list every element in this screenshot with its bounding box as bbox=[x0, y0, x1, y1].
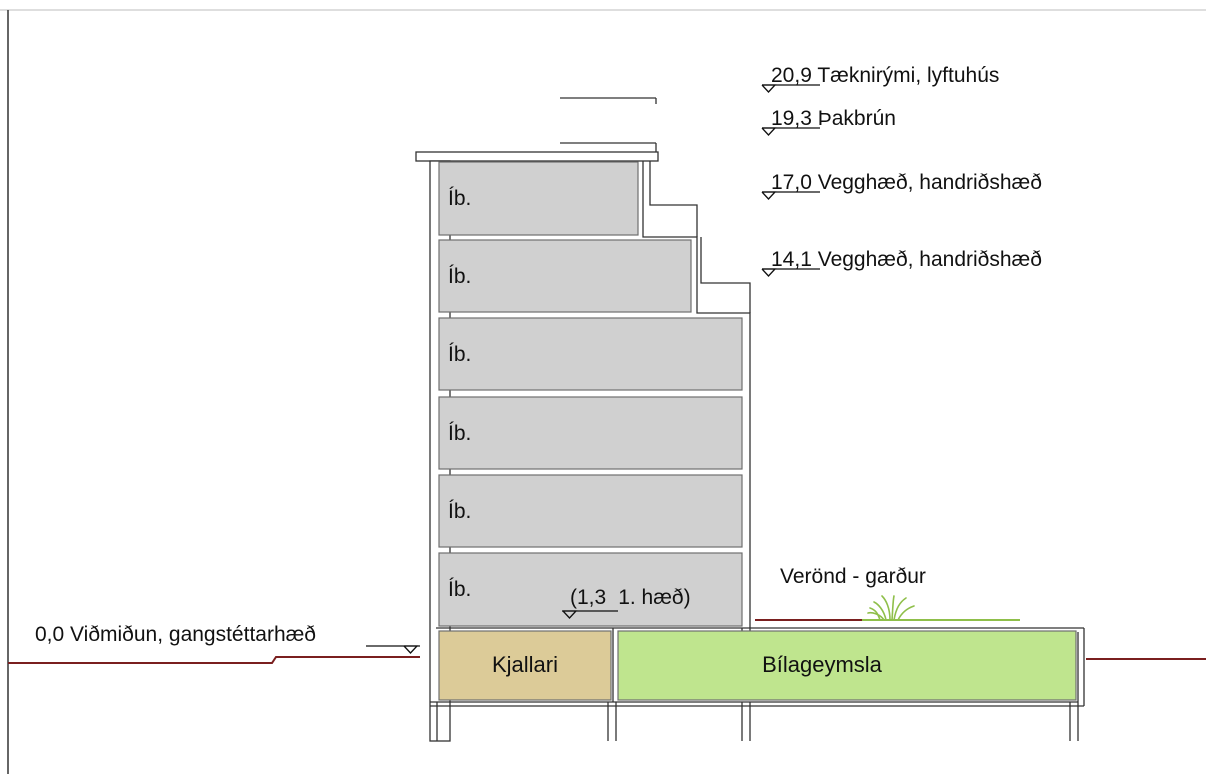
apartment-floor-5 bbox=[438, 239, 692, 313]
level-value: 17,0 bbox=[771, 171, 812, 194]
stepped-facade bbox=[430, 161, 1085, 741]
level-description: Vegghæð, handriðshæð bbox=[818, 248, 1042, 271]
level-marker-14-1: 14,1 Vegghæð, handriðshæð bbox=[761, 248, 1042, 277]
level-marker-17-0: 17,0 Vegghæð, handriðshæð bbox=[761, 171, 1042, 200]
ground-line bbox=[8, 619, 1206, 664]
level-description: Viðmiðun, gangstéttarhæð bbox=[70, 623, 316, 646]
level-value: 0,0 bbox=[35, 623, 64, 646]
apartment-label-3: Íb. bbox=[448, 422, 471, 445]
apartment-floor-4 bbox=[438, 317, 743, 391]
apartment-floor-1 bbox=[438, 552, 743, 627]
svg-text:0,0 Viðmiðun, gangstéttarhæð: 0,0 Viðmiðun, gangstéttarhæð bbox=[35, 623, 316, 646]
apartment-label-2: Íb. bbox=[448, 500, 471, 523]
level-marker-20-9: 20,9 Tæknirými, lyftuhús bbox=[761, 64, 999, 93]
svg-text:17,0 Vegghæð, handriðshæð: 17,0 Vegghæð, handriðshæð bbox=[771, 171, 1042, 194]
level-description: Tæknirými, lyftuhús bbox=[817, 64, 999, 87]
garage-label: Bílageymsla bbox=[762, 652, 883, 677]
apartment-floor-3 bbox=[438, 396, 743, 470]
roof-structure bbox=[560, 97, 657, 152]
apartment-rooms bbox=[438, 161, 743, 627]
apartment-label-6: Íb. bbox=[448, 187, 471, 210]
level-marker-first-floor: (1,3 1. hæð) bbox=[562, 586, 691, 619]
svg-text:14,1 Vegghæð, handriðshæð: 14,1 Vegghæð, handriðshæð bbox=[771, 248, 1042, 271]
level-value: 19,3 bbox=[771, 107, 812, 130]
svg-text:19,3 Þakbrún: 19,3 Þakbrún bbox=[771, 107, 896, 130]
level-value: 14,1 bbox=[771, 248, 812, 271]
apartment-label-1: Íb. bbox=[448, 578, 471, 601]
level-description: Þakbrún bbox=[818, 107, 896, 130]
level-marker-ground: 0,0 Viðmiðun, gangstéttarhæð bbox=[35, 623, 420, 654]
level-marker-19-3: 19,3 Þakbrún bbox=[761, 107, 896, 136]
apartment-label-4: Íb. bbox=[448, 343, 471, 366]
level-value: (1,3 bbox=[570, 586, 606, 609]
terrace-label: Verönd - garður bbox=[780, 565, 926, 588]
garage-room bbox=[617, 630, 1077, 701]
level-description: Vegghæð, handriðshæð bbox=[818, 171, 1042, 194]
svg-text:(1,31. hæð): (1,3 1. hæð) bbox=[570, 586, 691, 609]
level-value: 20,9 bbox=[771, 64, 812, 87]
apartment-label-5: Íb. bbox=[448, 265, 471, 288]
plant-icon bbox=[867, 595, 915, 621]
apartment-floor-2 bbox=[438, 474, 743, 548]
basement-room bbox=[438, 630, 612, 701]
apartment-floor-6 bbox=[438, 161, 639, 236]
basement-label: Kjallari bbox=[492, 652, 558, 677]
level-description: 1. hæð) bbox=[618, 586, 690, 609]
svg-text:20,9 Tæknirými, lyftuhús: 20,9 Tæknirými, lyftuhús bbox=[771, 64, 999, 87]
